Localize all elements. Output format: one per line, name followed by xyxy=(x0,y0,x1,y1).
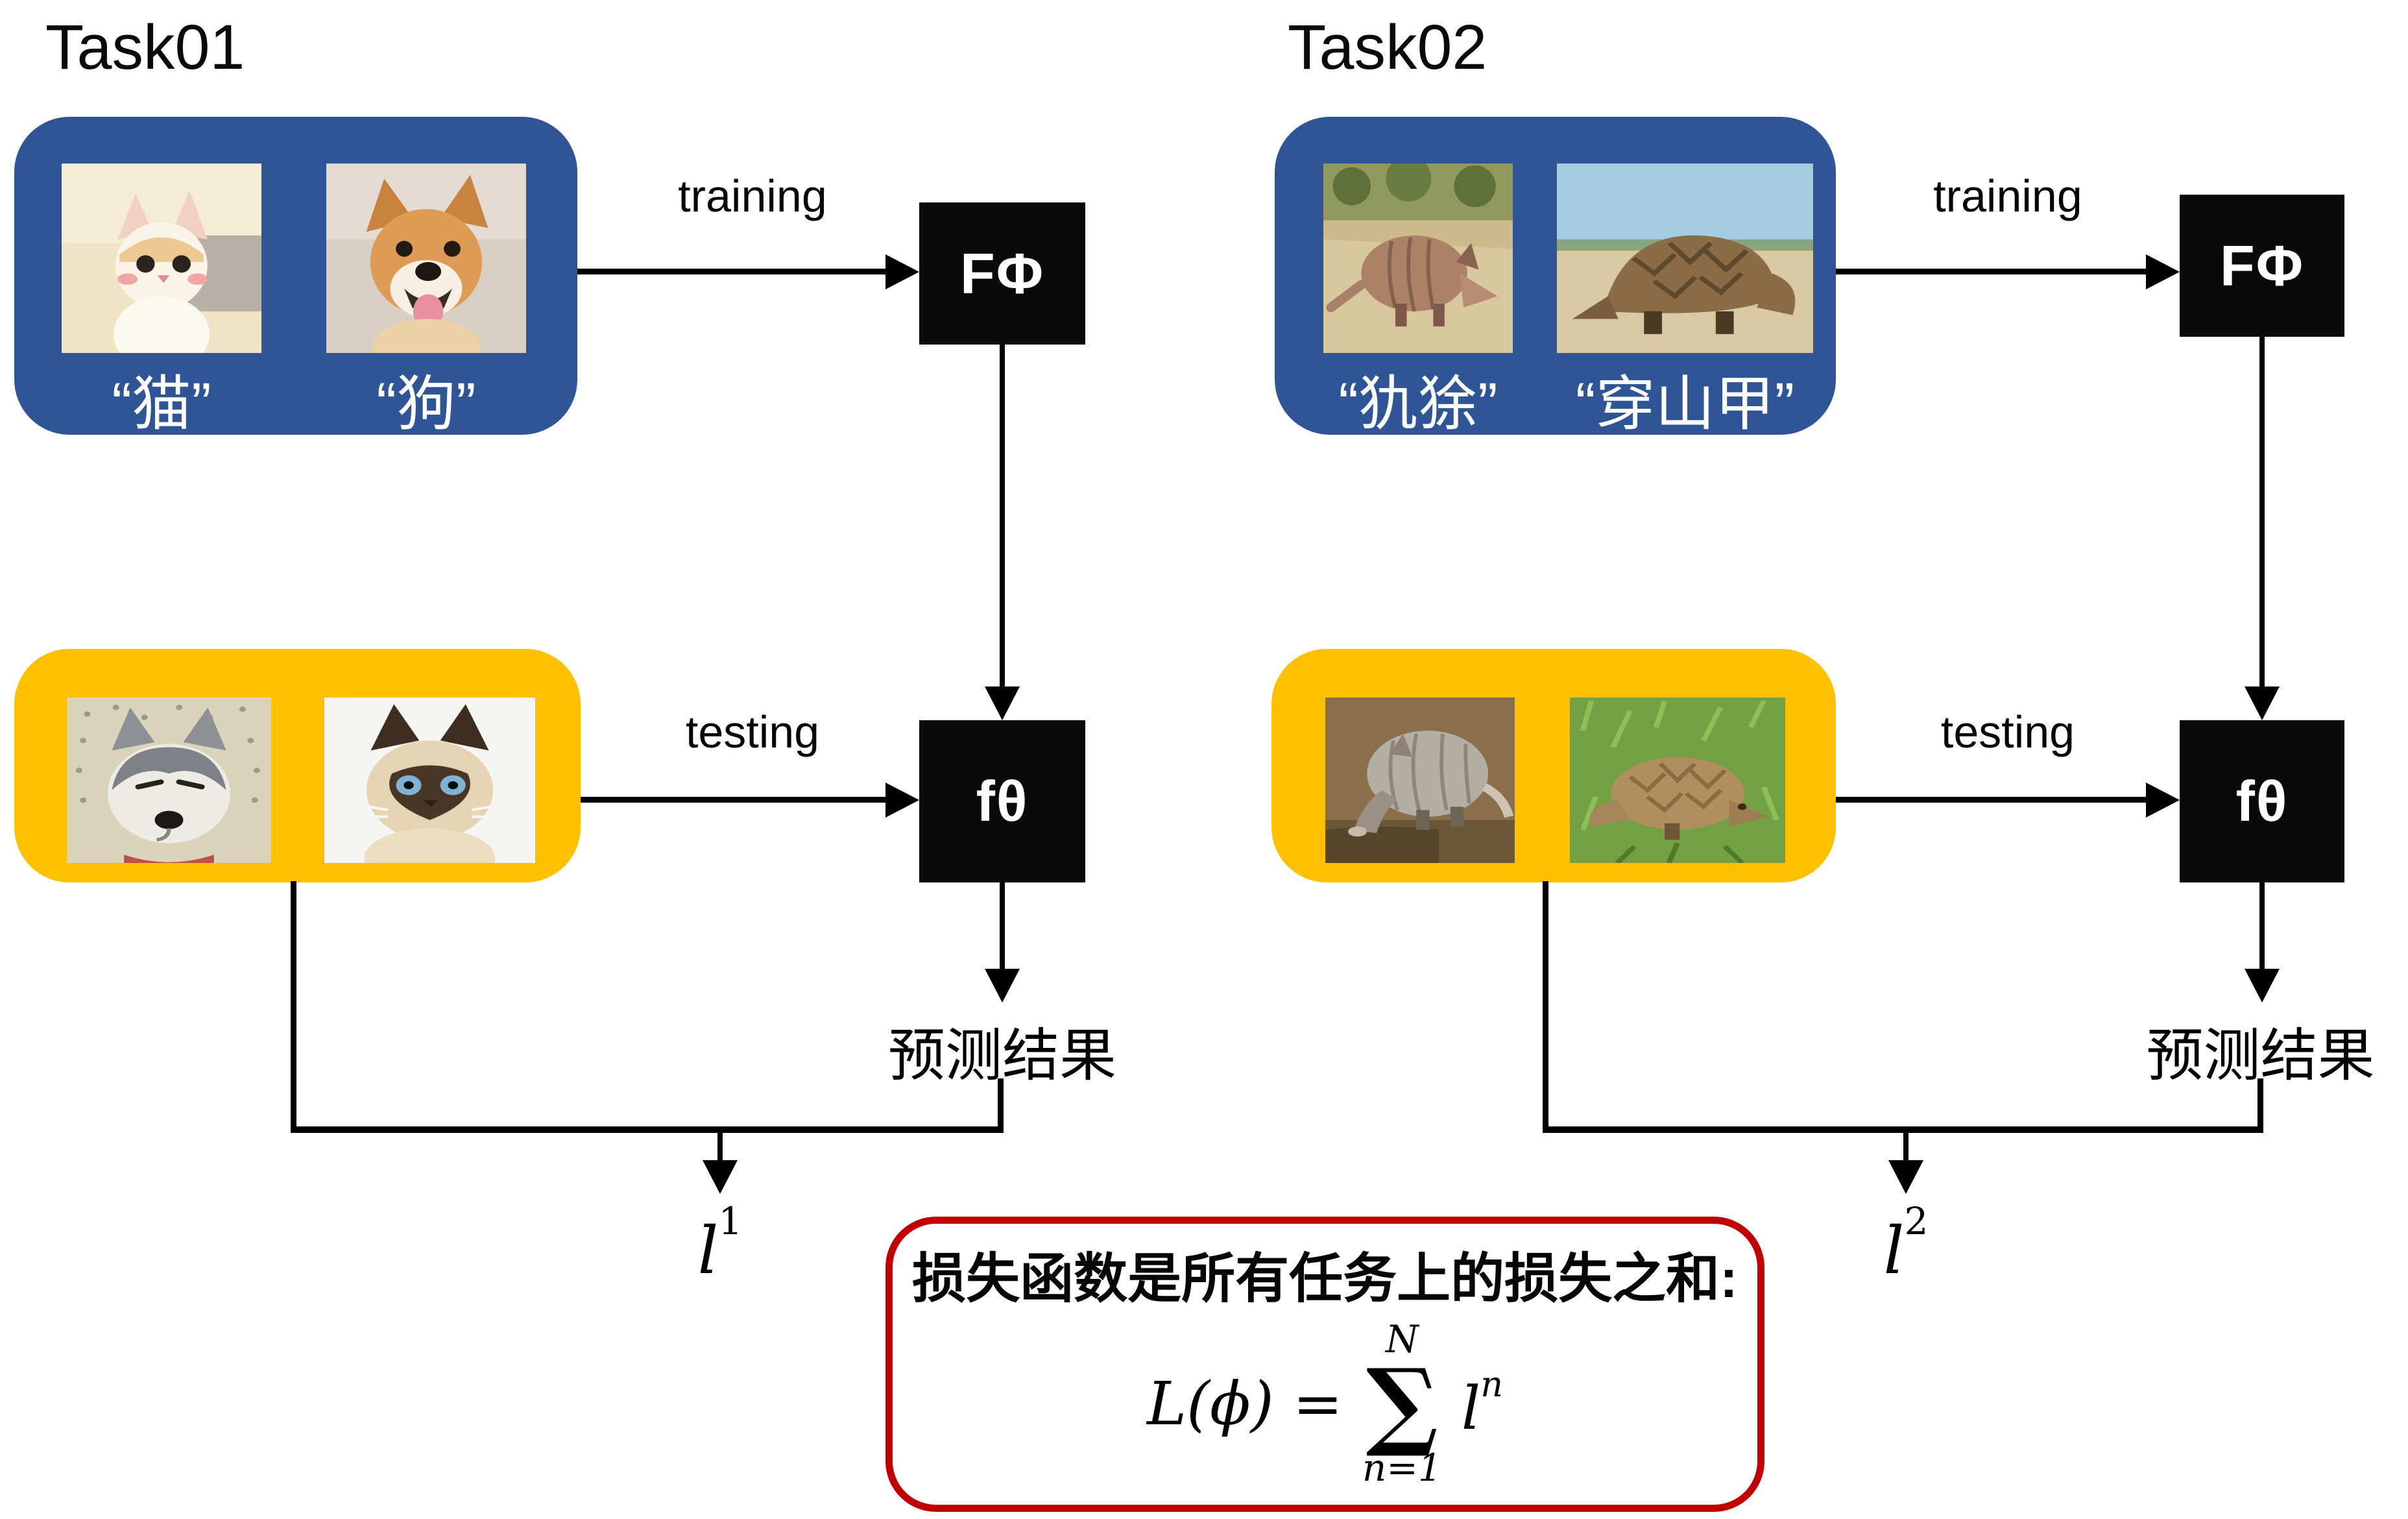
formula-sum-lower: n=1 xyxy=(1362,1446,1442,1490)
formula-term: ln xyxy=(1462,1364,1503,1443)
task02-training-arrow-label: training xyxy=(1933,171,2082,221)
task02-junction-right-line xyxy=(2258,1078,2263,1130)
task01-prediction-label: 预测结果 xyxy=(887,1023,1116,1088)
task01-testing-arrow-label: testing xyxy=(685,707,820,757)
armadillo-photo xyxy=(1323,164,1513,353)
task02-loss-term: l2 xyxy=(1841,1199,1971,1289)
dog-label: “狗” xyxy=(376,371,476,437)
armadillo-label: “犰狳” xyxy=(1338,371,1498,437)
task02-loss-base: l xyxy=(1883,1213,1905,1289)
task02-prediction-connector-line xyxy=(2259,882,2265,971)
task02-junction-horizontal-line xyxy=(1543,1126,2263,1133)
task02-training-arrowhead-icon xyxy=(2146,254,2180,289)
task01-loss-arrow-line xyxy=(717,1133,723,1161)
task01-model-connector-arrowhead-icon xyxy=(985,687,1020,720)
formula-sum: N ∑ n=1 xyxy=(1362,1320,1442,1487)
task02-meta-model-label: FΦ xyxy=(2220,233,2304,298)
task01-loss-term: l1 xyxy=(655,1199,785,1289)
task01-prediction-connector-line xyxy=(1000,882,1005,971)
cat-photo xyxy=(62,164,261,353)
task01-title: Task01 xyxy=(45,12,245,82)
task01-training-arrow-line xyxy=(577,269,889,274)
task01-adapted-model-box: fθ xyxy=(919,720,1085,882)
task02-loss-sup: 2 xyxy=(1904,1199,1929,1243)
task02-testing-arrow-line xyxy=(1836,797,2149,803)
task02-model-connector-arrowhead-icon xyxy=(2245,687,2280,720)
task02-testing-arrowhead-icon xyxy=(2146,783,2180,818)
task02-testing-arrow-label: testing xyxy=(1940,707,2075,757)
task02-loss-arrow-line xyxy=(1903,1133,1908,1161)
formula-lhs: L(ϕ) = xyxy=(1147,1368,1343,1439)
dog-photo xyxy=(326,164,526,353)
total-loss-formula: L(ϕ) = N ∑ n=1 ln xyxy=(885,1303,1764,1504)
task02-prediction-label: 预测结果 xyxy=(2146,1023,2375,1088)
task01-model-connector-line xyxy=(1000,345,1005,687)
task01-loss-base: l xyxy=(697,1213,719,1289)
pangolin-label: “穿山甲” xyxy=(1575,371,1795,437)
task01-adapted-model-label: fθ xyxy=(976,769,1029,833)
siamese-cat-photo xyxy=(324,698,535,863)
total-loss-box xyxy=(885,1217,1764,1512)
task02-adapted-model-label: fθ xyxy=(2235,769,2289,833)
task02-junction-left-line xyxy=(1543,881,1548,1133)
task01-junction-right-line xyxy=(998,1078,1004,1130)
armadillo-photo-2 xyxy=(1325,698,1515,863)
task01-training-arrowhead-icon xyxy=(885,254,919,289)
formula-sum-upper: N xyxy=(1385,1317,1419,1361)
task01-loss-arrowhead-icon xyxy=(703,1160,738,1194)
task02-title: Task02 xyxy=(1288,12,1487,82)
sigma-icon: ∑ xyxy=(1366,1346,1439,1460)
task02-adapted-model-box: fθ xyxy=(2180,720,2344,882)
task01-training-arrow-label: training xyxy=(678,171,827,221)
task02-prediction-arrowhead-icon xyxy=(2245,969,2280,1003)
task01-junction-horizontal-line xyxy=(291,1126,1004,1133)
task01-junction-left-line xyxy=(291,881,296,1133)
cat-label: “猫” xyxy=(112,371,211,437)
task02-model-connector-line xyxy=(2259,337,2265,687)
task01-prediction-arrowhead-icon xyxy=(985,969,1020,1003)
husky-photo xyxy=(67,698,271,863)
pangolin-photo xyxy=(1557,164,1813,353)
task01-testing-arrow-line xyxy=(581,797,889,803)
task02-training-arrow-line xyxy=(1836,269,2149,274)
task02-meta-model-box: FΦ xyxy=(2180,195,2344,337)
formula-term-base: l xyxy=(1461,1374,1481,1443)
task01-testing-arrowhead-icon xyxy=(885,783,919,818)
total-loss-caption: 损失函数是所有任务上的损失之和: xyxy=(912,1248,1738,1309)
task01-loss-sup: 1 xyxy=(718,1199,743,1243)
task01-meta-model-box: FΦ xyxy=(919,202,1085,345)
task01-meta-model-label: FΦ xyxy=(960,241,1044,306)
task02-loss-arrowhead-icon xyxy=(1888,1160,1923,1194)
formula-term-sup: n xyxy=(1480,1364,1503,1405)
pangolin-photo-2 xyxy=(1570,698,1785,863)
